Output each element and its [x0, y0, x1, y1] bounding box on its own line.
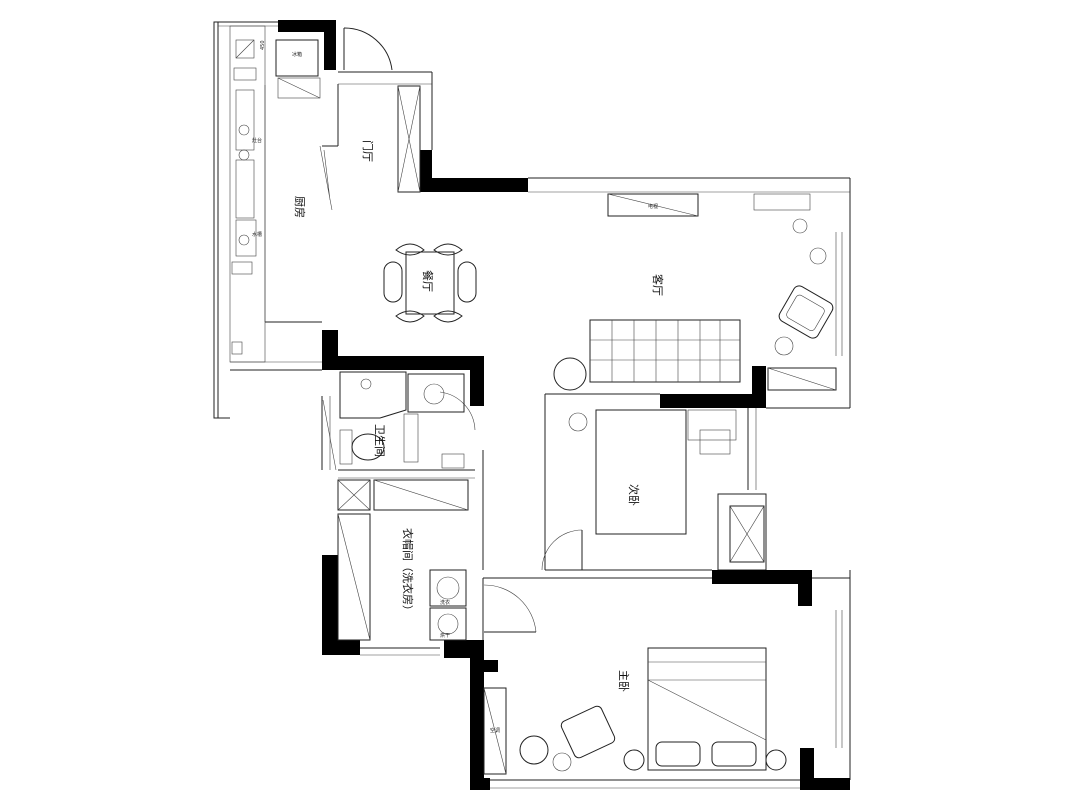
room-labels: 厨房 门厅 餐厅 客厅 卫生间 次卧 衣帽间（洗衣房） 主卧 — [293, 140, 665, 692]
master-bedroom-fixtures: 空调 — [483, 647, 787, 775]
bathroom-fixtures — [339, 371, 465, 469]
fridge-tag: 冰箱 — [292, 51, 302, 58]
room-label-kitchen: 厨房 — [293, 196, 306, 218]
washer-tag: 洗衣 — [440, 599, 450, 606]
room-label-second-bedroom: 次卧 — [627, 484, 641, 506]
room-label-living: 客厅 — [651, 274, 665, 296]
dining-table — [383, 243, 477, 323]
living-fixtures: 电视 — [553, 193, 837, 391]
second-bedroom-fixtures — [568, 409, 765, 563]
closet-fixtures: 洗衣 烘干 — [337, 479, 469, 641]
kitchen-dimension-label: 450 — [260, 40, 266, 50]
foyer-fixtures — [397, 85, 421, 193]
sink-tag: 水槽 — [252, 231, 262, 238]
tv-tag: 电视 — [648, 203, 658, 210]
structural-walls — [278, 20, 850, 790]
room-label-dining: 餐厅 — [421, 270, 435, 292]
room-label-bathroom: 卫生间 — [373, 424, 387, 457]
dryer-tag: 烘干 — [440, 632, 450, 639]
ac-tag: 空调 — [490, 727, 500, 734]
room-label-foyer: 门厅 — [361, 140, 375, 162]
stove-tag: 灶台 — [252, 137, 262, 144]
kitchen-fixtures: 450 冰箱 灶台 水槽 — [231, 39, 321, 355]
room-label-master-bedroom: 主卧 — [617, 670, 630, 692]
doors — [319, 27, 583, 633]
room-label-closet: 衣帽间（洗衣房） — [401, 528, 415, 616]
